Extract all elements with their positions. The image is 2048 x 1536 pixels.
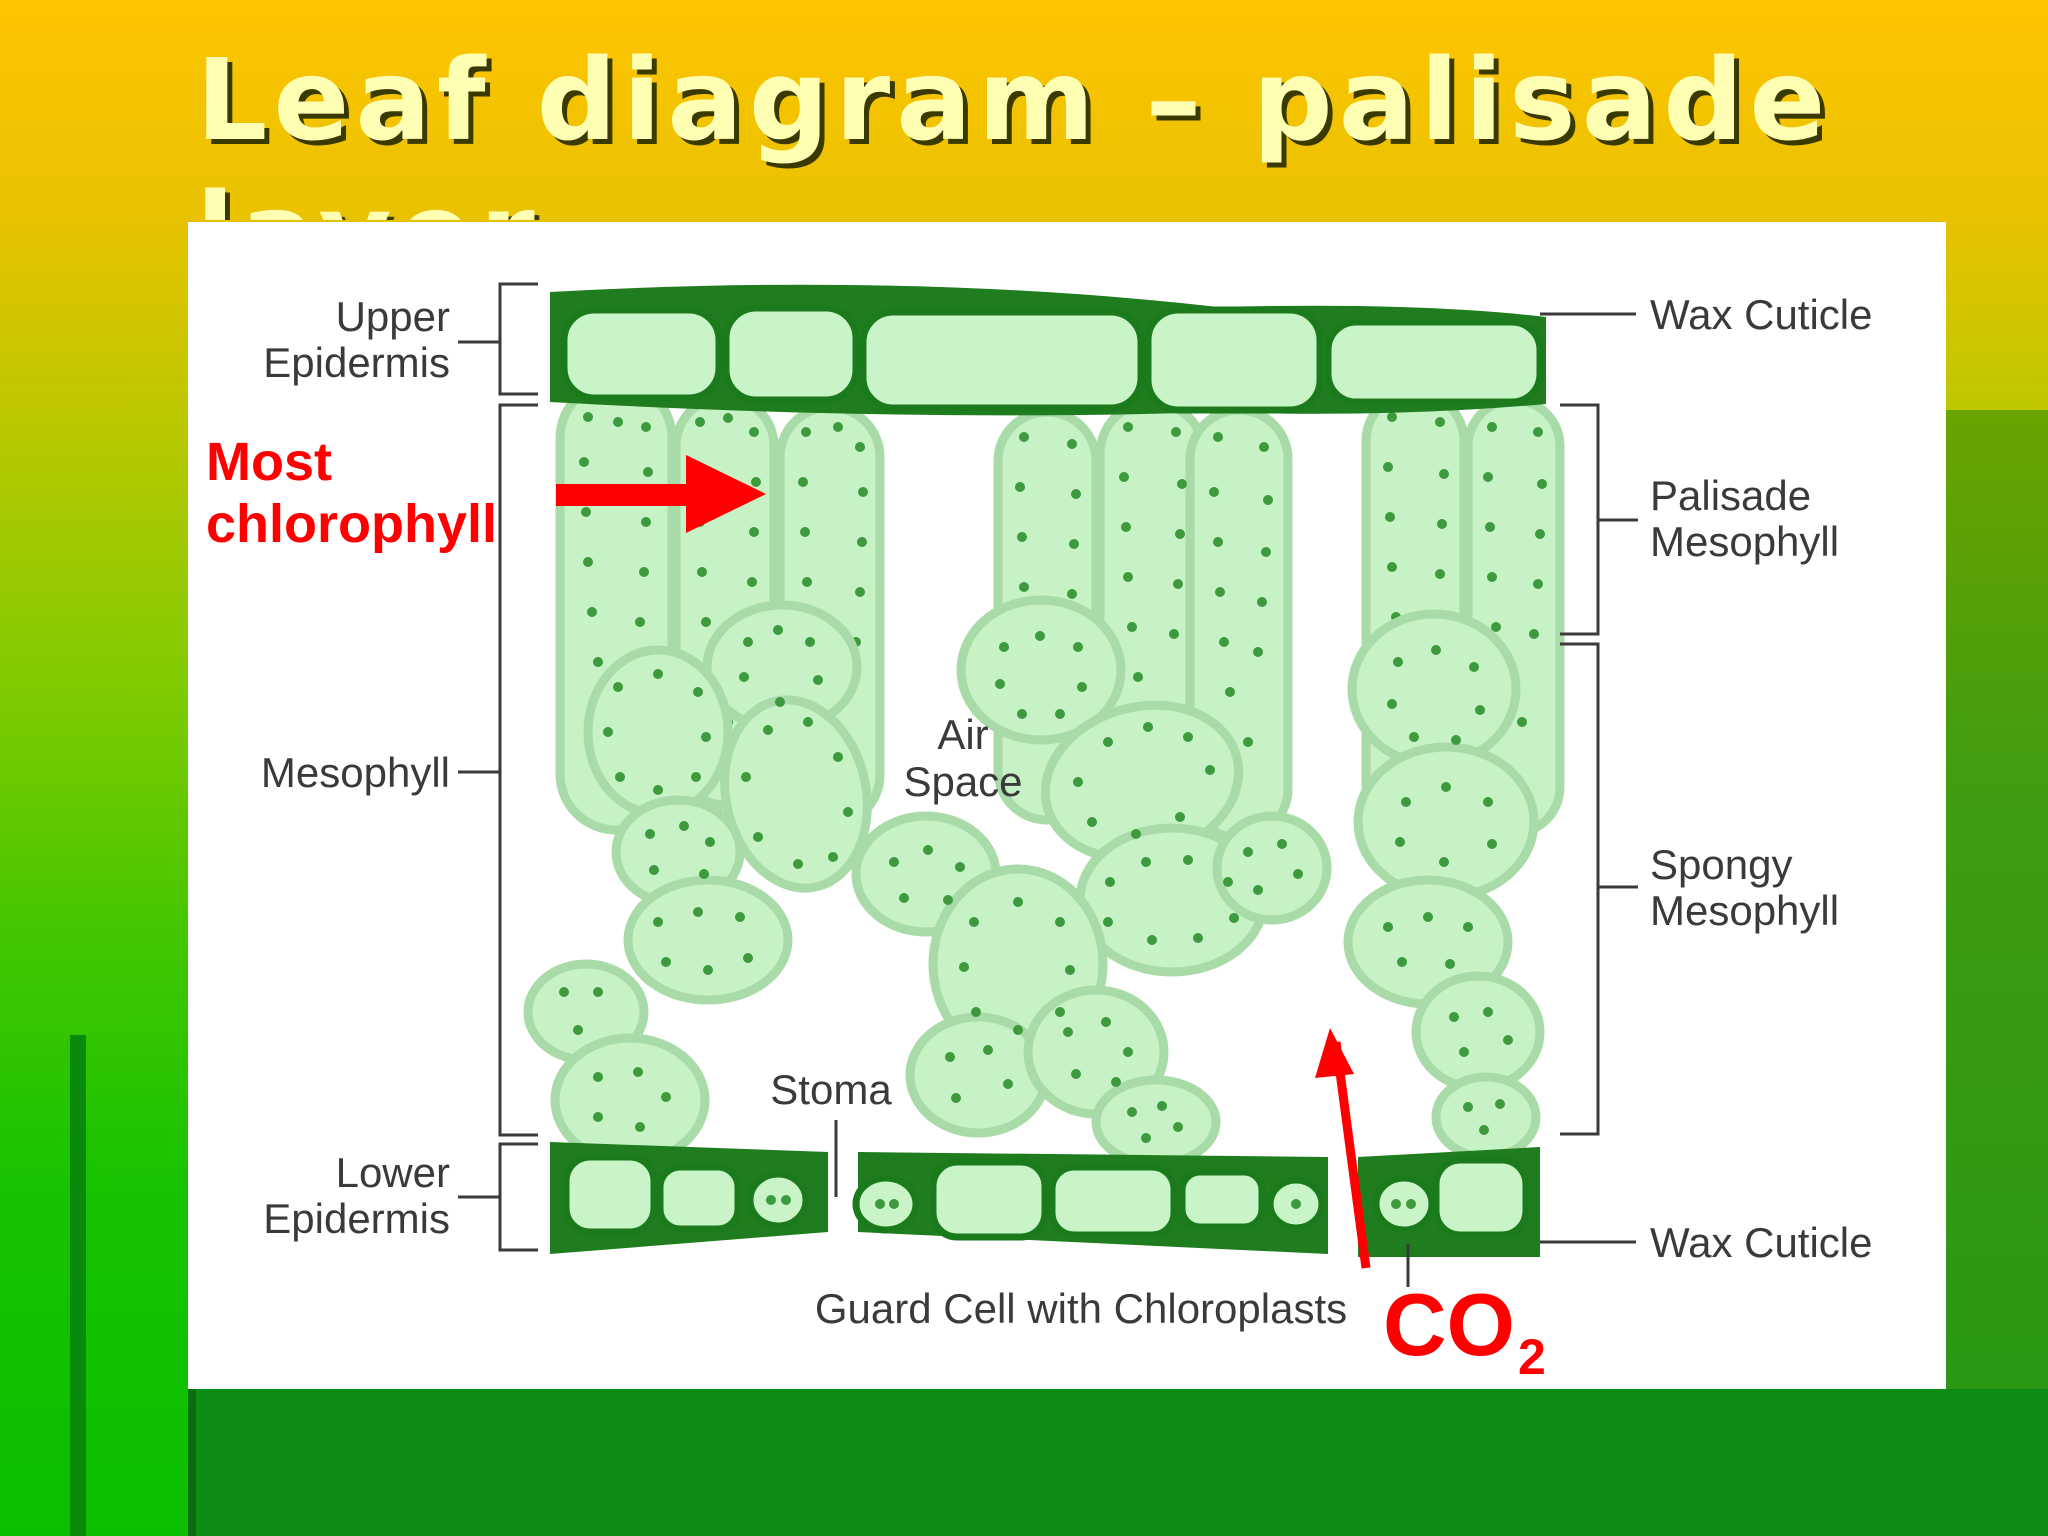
spongy-layer	[523, 595, 1545, 1169]
label-air-space-2: Space	[903, 758, 1022, 805]
left-brackets	[458, 282, 538, 1252]
background-band-right	[1946, 410, 2048, 1536]
label-wax-cuticle-bottom: Wax Cuticle	[1650, 1219, 1873, 1266]
co2-arrow-shaft	[1331, 1041, 1371, 1269]
background-band-bottom	[188, 1389, 2048, 1536]
label-palisade-mesophyll-2: Mesophyll	[1650, 518, 1839, 565]
chlorophyll-arrow	[556, 455, 766, 533]
label-lower-epidermis-1: Lower	[336, 1149, 450, 1196]
label-stoma: Stoma	[770, 1066, 892, 1113]
label-wax-cuticle-top: Wax Cuticle	[1650, 291, 1873, 338]
background-band-bottom-edge	[188, 1389, 196, 1536]
label-mesophyll: Mesophyll	[261, 749, 450, 796]
annotation-most: Most	[206, 432, 332, 492]
guard-cells	[746, 1170, 1436, 1234]
background-band-left	[70, 1035, 86, 1536]
leaf-cross-section-diagram: Upper Epidermis Mesophyll Lower Epidermi…	[206, 282, 1873, 1385]
label-air-space-1: Air	[937, 711, 988, 758]
label-guard-cell: Guard Cell with Chloroplasts	[815, 1285, 1347, 1332]
annotation-co2: CO	[1383, 1275, 1515, 1374]
label-lower-epidermis-2: Epidermis	[263, 1195, 450, 1242]
right-brackets	[834, 312, 1638, 1287]
slide-title: Leaf diagram – palisade layer	[196, 36, 1832, 220]
co2-arrow-head	[1315, 1028, 1354, 1078]
label-spongy-mesophyll-1: Spongy	[1650, 841, 1792, 888]
annotation-chlorophyll: chlorophyll	[206, 494, 497, 554]
label-upper-epidermis-2: Epidermis	[263, 339, 450, 386]
upper-epidermis-layer	[550, 284, 1546, 416]
annotation-co2-subscript: 2	[1518, 1329, 1546, 1385]
diagram-panel: Upper Epidermis Mesophyll Lower Epidermi…	[188, 222, 1946, 1389]
label-upper-epidermis-1: Upper	[336, 293, 450, 340]
palisade-chloroplasts	[579, 412, 1547, 747]
spongy-chloroplasts	[559, 625, 1513, 1143]
label-spongy-mesophyll-2: Mesophyll	[1650, 887, 1839, 934]
lower-epidermis-layer	[550, 1142, 1540, 1257]
label-palisade-mesophyll-1: Palisade	[1650, 472, 1811, 519]
